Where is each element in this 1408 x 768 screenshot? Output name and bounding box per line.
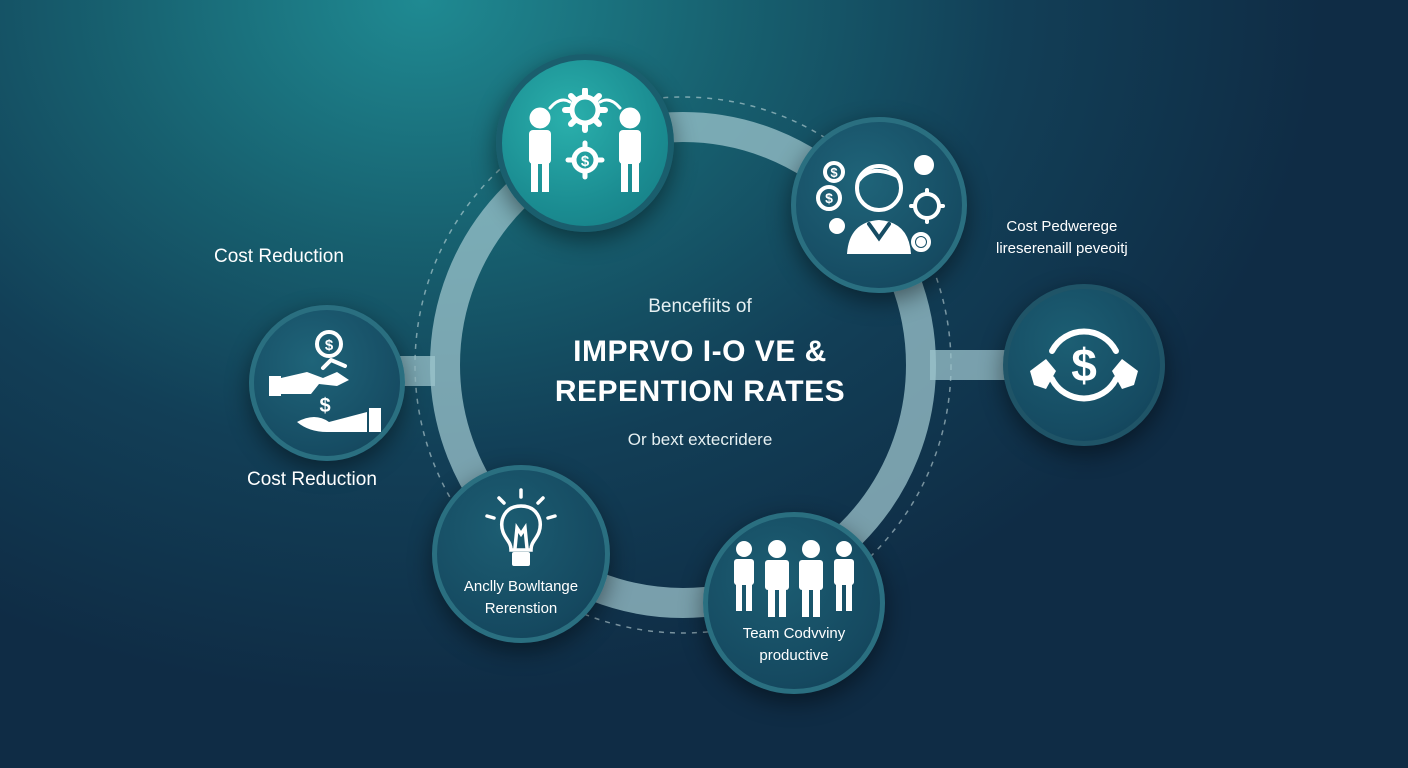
node-cost-reduction: $ $ [249,305,405,461]
center-subtitle: Or bext extecridere [627,430,773,449]
node-cost-leverage: $ [1003,284,1165,446]
node-people-gears: $ [496,54,674,232]
svg-text:$: $ [825,190,833,206]
center-title-block: Bencefiits of IMPRVO I-O VE & REPENTION … [520,296,880,450]
label-cost-leverage-line-1: Cost Pedwerege [1006,218,1118,235]
node-lightbulb-label: Anclly Bowltange Rerenstion [464,576,578,620]
node-team: Team Codvviny productive [703,512,885,694]
node-team-label-line-2: productive [759,647,829,664]
hand-dollar-cost-icon: $ $ [269,330,381,432]
node-lightbulb-label-line-2: Rerenstion [484,600,558,617]
people-gears-icon: $ [529,88,641,192]
svg-text:$: $ [581,153,590,170]
person-gears-dollar-icon: $ $ [816,155,945,254]
node-lightbulb: Anclly Bowltange Rerenstion [432,465,610,643]
center-title-line-1: IMPRVO I-O VE & [573,335,827,368]
team-people-icon [734,540,854,617]
svg-text:$: $ [1071,339,1097,391]
lightbulb-icon [485,488,557,566]
node-lightbulb-label-line-1: Anclly Bowltange [463,578,579,595]
svg-text:$: $ [325,337,334,354]
svg-text:$: $ [319,395,330,417]
center-pretitle: Bencefiits of [648,296,752,317]
center-title-line-2: REPENTION RATES [554,375,846,408]
hands-dollar-circle-icon: $ [1030,328,1138,402]
node-person-gears: $ $ [791,117,967,293]
center-title: IMPRVO I-O VE & REPENTION RATES [520,332,880,412]
label-cost-leverage-line-2: lireserenaill peveoitj [996,240,1128,257]
node-team-label-line-1: Team Codvviny [742,625,846,642]
svg-text:$: $ [830,165,838,180]
label-cost-leverage: Cost Pedwerege lireserenaill peveoitj [996,216,1128,260]
label-cost-reduction-bottom: Cost Reduction [247,469,377,490]
label-cost-reduction-top: Cost Reduction [214,246,344,267]
node-team-label: Team Codvviny productive [743,623,846,667]
